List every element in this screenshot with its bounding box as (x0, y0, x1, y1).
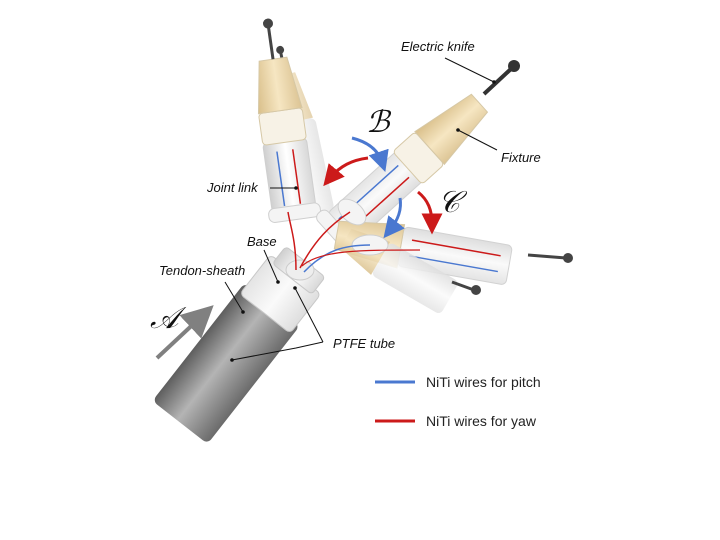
motion-c-blue-arrow (383, 197, 405, 239)
motion-b-red-arrow (323, 156, 369, 187)
label-base: Base (247, 234, 277, 249)
motion-a-label: 𝒜 (150, 301, 187, 336)
label-fixture: Fixture (501, 150, 541, 165)
motion-a-arrow (155, 305, 214, 360)
legend-yaw-label: NiTi wires for yaw (426, 413, 537, 429)
motion-c-label: 𝒞 (438, 185, 468, 220)
electric-knife-tip (508, 60, 520, 72)
leader-lines (224, 57, 498, 362)
label-ptfe-tube: PTFE tube (333, 336, 395, 351)
motion-b-blue-arrow (351, 136, 389, 172)
electric-knife-rod (482, 66, 514, 96)
label-electric-knife: Electric knife (401, 39, 475, 54)
legend: NiTi wires for pitch NiTi wires for yaw (375, 374, 541, 429)
legend-pitch-label: NiTi wires for pitch (426, 374, 541, 390)
joint-link-arm (257, 18, 322, 223)
motion-c-red-arrow (417, 190, 443, 235)
motion-b-label: ℬ (366, 105, 392, 140)
label-tendon-sheath: Tendon-sheath (159, 263, 245, 278)
label-joint-link: Joint link (206, 180, 259, 195)
center-joint (285, 198, 421, 281)
